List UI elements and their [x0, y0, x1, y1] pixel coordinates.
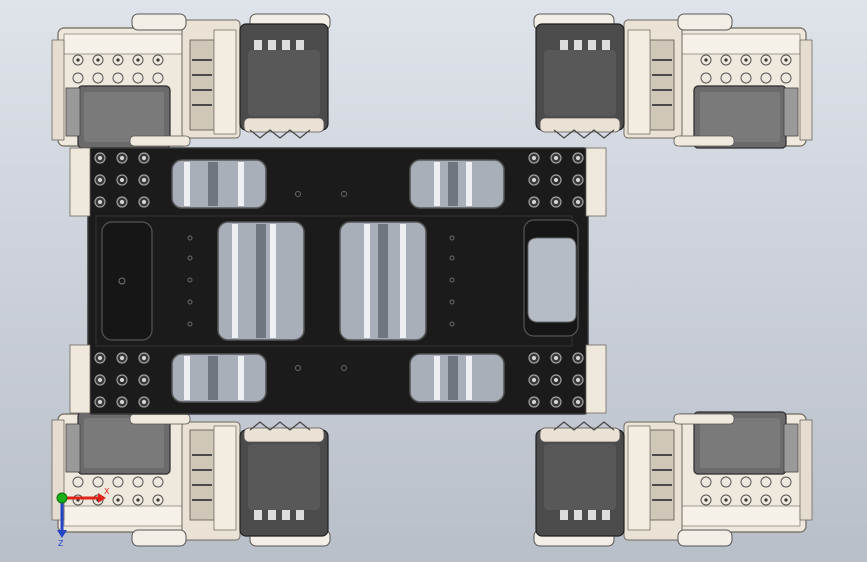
top-right-window	[409, 159, 505, 209]
x-axis-label: X	[104, 487, 110, 496]
mount-hole-center	[532, 356, 536, 360]
mount-hole-center	[532, 400, 536, 404]
mount-hole-center	[142, 378, 146, 382]
mount-hole-center	[120, 156, 124, 160]
mount-hole-center	[98, 356, 102, 360]
mount-hole-center	[98, 378, 102, 382]
mount-hole-center	[98, 400, 102, 404]
mount-hole-center	[576, 200, 580, 204]
left-cutout	[101, 221, 153, 341]
mount-hole-center	[554, 200, 558, 204]
mount-hole-center	[576, 400, 580, 404]
mount-hole-center	[142, 356, 146, 360]
mount-hole-center	[532, 200, 536, 204]
mount-hole-center	[142, 178, 146, 182]
mount-hole-center	[576, 178, 580, 182]
mount-hole-center	[532, 156, 536, 160]
mount-hole-center	[554, 400, 558, 404]
front-left-leg[interactable]	[51, 13, 331, 149]
mount-hole-center	[98, 178, 102, 182]
mount-hole-center	[532, 178, 536, 182]
right-rear-rail	[585, 344, 607, 414]
z-axis-label: Z	[58, 539, 64, 548]
mount-hole-center	[98, 156, 102, 160]
mount-hole-center	[120, 178, 124, 182]
mount-hole-center	[554, 178, 558, 182]
mount-hole-center	[120, 356, 124, 360]
top-left-window	[171, 159, 267, 209]
chassis-body-plate[interactable]	[69, 147, 607, 415]
center-holes	[187, 191, 455, 371]
mount-hole-center	[120, 400, 124, 404]
center-right-window	[339, 221, 427, 341]
mount-hole-center	[142, 400, 146, 404]
mount-hole-center	[142, 156, 146, 160]
mount-hole-center	[554, 356, 558, 360]
mount-hole-center	[576, 378, 580, 382]
mount-hole-center	[120, 378, 124, 382]
mount-hole-center	[576, 156, 580, 160]
center-left-window	[217, 221, 305, 341]
mount-hole-center	[532, 378, 536, 382]
bottom-left-window	[171, 353, 267, 403]
y-axis-dot	[56, 492, 68, 504]
rear-left-leg[interactable]	[51, 411, 331, 547]
mount-hole-center	[576, 356, 580, 360]
mount-hole-center	[554, 378, 558, 382]
rear-right-leg[interactable]	[533, 411, 813, 547]
mounting-hole-grids	[94, 152, 584, 408]
left-rear-rail	[69, 344, 91, 414]
mount-hole-center	[554, 156, 558, 160]
bottom-right-window	[409, 353, 505, 403]
mount-hole-center	[98, 200, 102, 204]
right-front-rail	[585, 147, 607, 217]
mount-hole-center	[120, 200, 124, 204]
mount-hole-center	[142, 200, 146, 204]
left-front-rail	[69, 147, 91, 217]
coordinate-triad: X Z	[56, 487, 110, 548]
front-right-leg[interactable]	[533, 13, 813, 149]
